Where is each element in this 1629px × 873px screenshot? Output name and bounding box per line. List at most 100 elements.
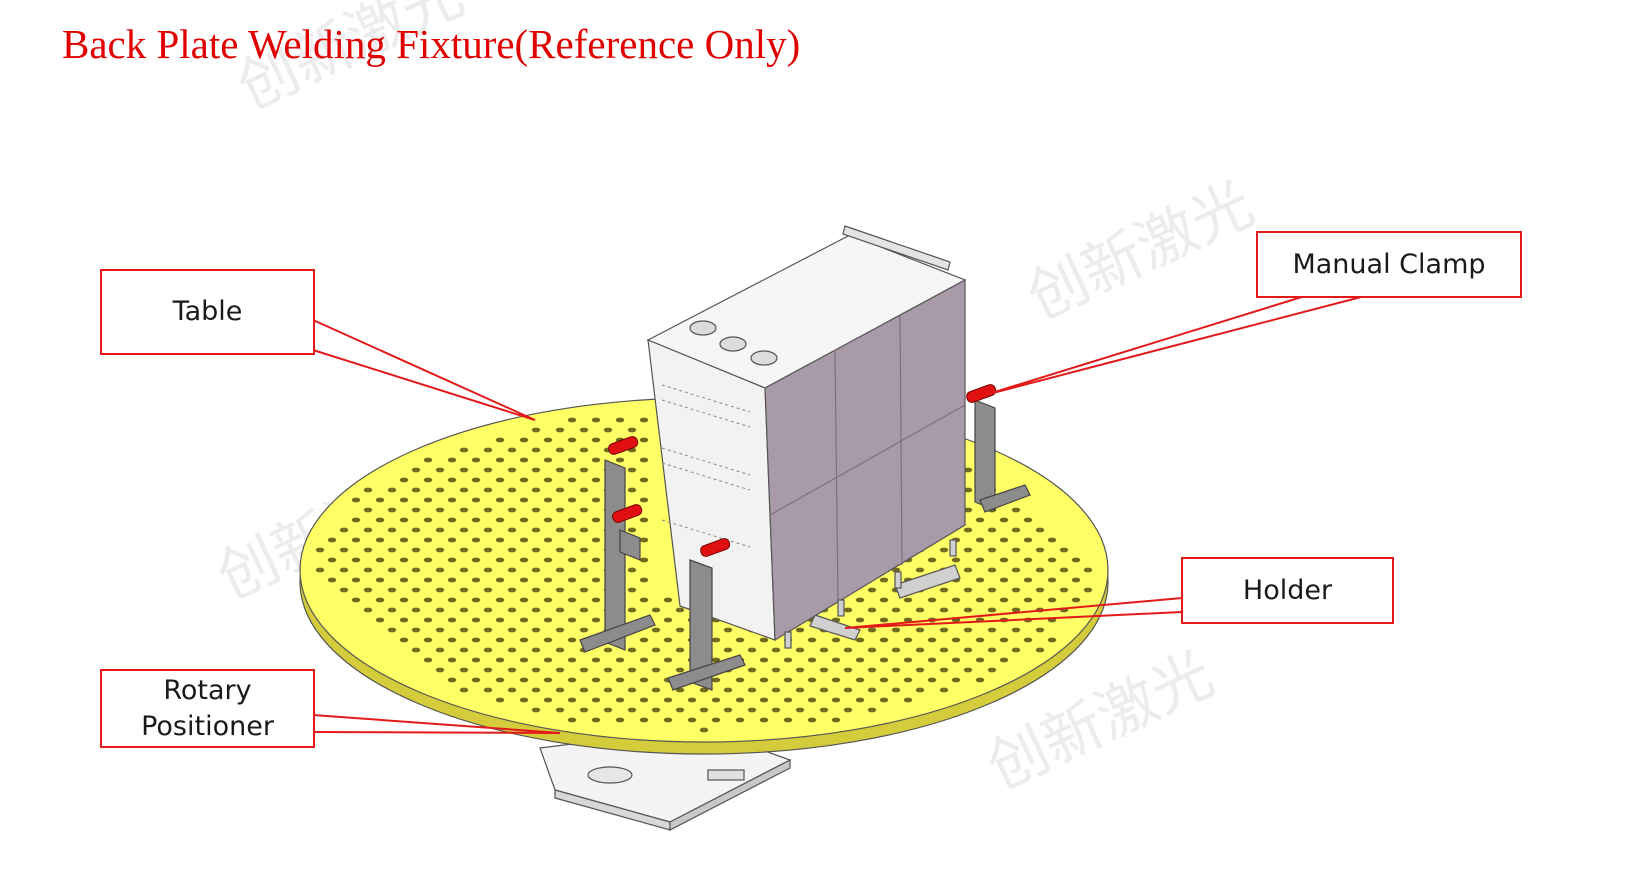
table-hole (1035, 647, 1045, 653)
table-hole (375, 577, 385, 583)
table-hole (855, 697, 865, 703)
table-hole (579, 447, 589, 453)
table-hole (963, 667, 973, 673)
table-hole (867, 667, 877, 673)
table-hole (855, 597, 865, 603)
table-hole (495, 457, 505, 463)
table-hole (471, 677, 481, 683)
table-hole (435, 507, 445, 513)
table-hole (567, 717, 577, 723)
table-hole (567, 597, 577, 603)
table-hole (555, 427, 565, 433)
table-hole (783, 717, 793, 723)
table-hole (999, 537, 1009, 543)
table-hole (495, 637, 505, 643)
table-hole (375, 557, 385, 563)
table-hole (651, 707, 661, 713)
table-hole (435, 527, 445, 533)
table-hole (927, 557, 937, 563)
table-hole (363, 527, 373, 533)
table-hole (795, 707, 805, 713)
table-hole (399, 517, 409, 523)
table-hole (435, 487, 445, 493)
table-hole (1011, 547, 1021, 553)
table-hole (315, 567, 325, 573)
table-hole (543, 457, 553, 463)
table-hole (627, 667, 637, 673)
table-hole (963, 647, 973, 653)
table-hole (411, 467, 421, 473)
table-hole (363, 487, 373, 493)
table-hole (867, 627, 877, 633)
table-hole (411, 587, 421, 593)
table-hole (639, 637, 649, 643)
table-hole (951, 677, 961, 683)
table-hole (879, 637, 889, 643)
leader-lines (312, 295, 1366, 734)
table-hole (423, 497, 433, 503)
table-hole (471, 537, 481, 543)
table-hole (483, 607, 493, 613)
table-hole (735, 717, 745, 723)
table-hole (411, 567, 421, 573)
table-hole (627, 687, 637, 693)
table-leader (312, 319, 536, 421)
table-hole (591, 477, 601, 483)
table-hole (555, 667, 565, 673)
table-hole (591, 557, 601, 563)
table-hole (723, 647, 733, 653)
table-hole (663, 657, 673, 663)
table-hole (795, 647, 805, 653)
table-hole (579, 567, 589, 573)
table-hole (711, 677, 721, 683)
table-hole (471, 517, 481, 523)
table-hole (567, 477, 577, 483)
table-hole (891, 627, 901, 633)
table-hole (483, 547, 493, 553)
table-hole (663, 597, 673, 603)
table-hole (795, 627, 805, 633)
table-hole (711, 697, 721, 703)
table-hole (651, 667, 661, 673)
table-hole (459, 447, 469, 453)
table-hole (423, 577, 433, 583)
table-hole (387, 627, 397, 633)
table-hole (459, 587, 469, 593)
table-hole (423, 477, 433, 483)
table-hole (519, 697, 529, 703)
table-hole (903, 617, 913, 623)
table-hole (567, 517, 577, 523)
table-hole (783, 697, 793, 703)
table-hole (1011, 507, 1021, 513)
table-hole (1035, 567, 1045, 573)
table-hole (915, 567, 925, 573)
table-hole (987, 527, 997, 533)
table-hole (543, 657, 553, 663)
table-hole (495, 697, 505, 703)
table-hole (567, 577, 577, 583)
table-hole (495, 617, 505, 623)
table-hole (747, 707, 757, 713)
table-hole (627, 467, 637, 473)
table-hole (639, 677, 649, 683)
table-hole (375, 617, 385, 623)
table-hole (1023, 537, 1033, 543)
table-hole (459, 527, 469, 533)
table-hole (735, 637, 745, 643)
table-hole (639, 537, 649, 543)
table-hole (855, 617, 865, 623)
table-hole (495, 477, 505, 483)
table-callout-label: Table (172, 296, 243, 328)
rotary-positioner-callout: Rotary Positioner (100, 669, 315, 748)
table-hole (351, 557, 361, 563)
table-hole (435, 547, 445, 553)
table-hole (483, 507, 493, 513)
table-hole (591, 697, 601, 703)
table-hole (447, 597, 457, 603)
table-hole (747, 647, 757, 653)
table-hole (639, 717, 649, 723)
table-hole (1035, 587, 1045, 593)
table-hole (1035, 527, 1045, 533)
table-hole (1071, 577, 1081, 583)
